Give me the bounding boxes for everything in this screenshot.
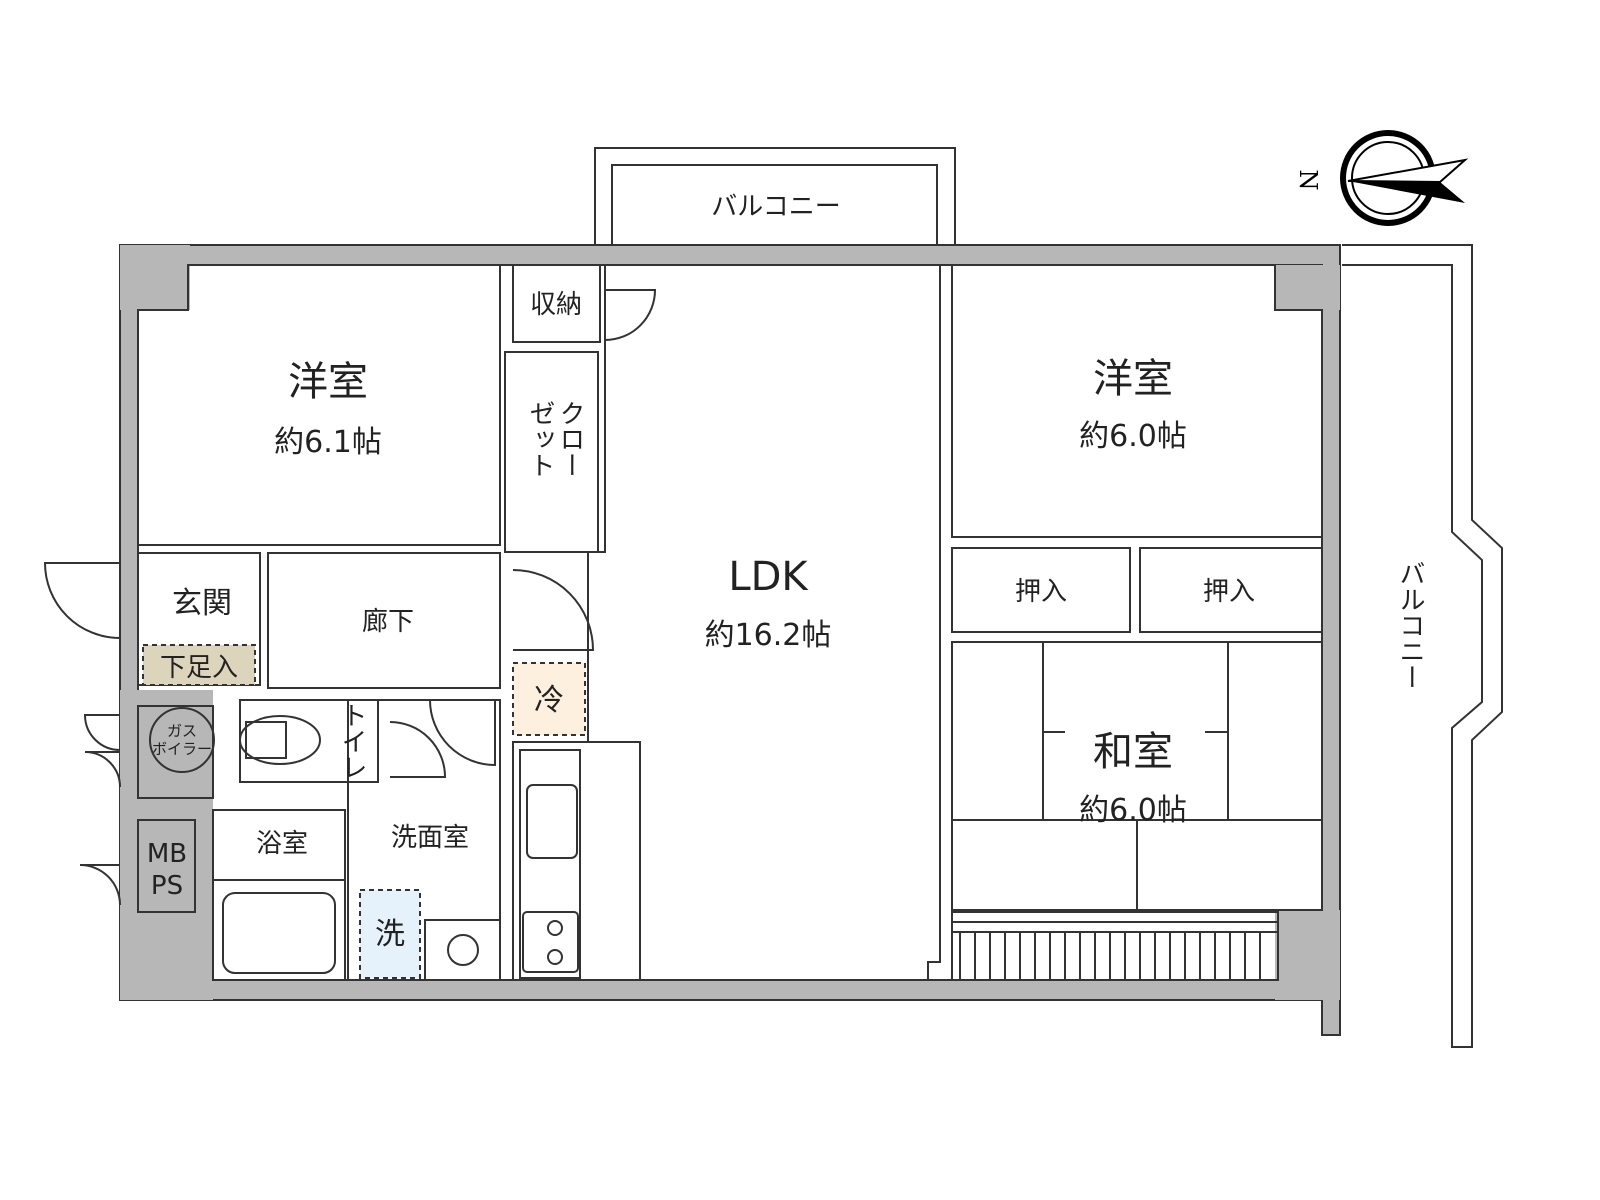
storage <box>512 264 601 343</box>
north-arrow-icon: N <box>1294 130 1469 226</box>
mbps-label-1: MB <box>147 839 187 869</box>
mbps: MB PS <box>137 819 196 913</box>
western-room-right <box>951 264 1323 538</box>
toilet-label: トイレ <box>337 702 367 780</box>
western-right-size: 約6.0帖 <box>1079 419 1187 454</box>
storage-label: 収納 <box>530 290 582 320</box>
hallway <box>267 552 501 689</box>
shoe-box <box>142 644 256 686</box>
doors <box>43 289 657 906</box>
gas-boiler-label-2: ボイラー <box>152 740 212 758</box>
hallway-label: 廊下 <box>362 607 414 637</box>
closet-label-1: クロー <box>555 400 585 478</box>
fridge-label: 冷 <box>534 683 564 718</box>
sink-icon <box>447 934 479 966</box>
western-left-name: 洋室 <box>288 359 368 405</box>
japanese-size: 約6.0帖 <box>1079 793 1187 828</box>
kitchen-sink-icon <box>526 784 578 859</box>
north-label: N <box>1294 170 1322 191</box>
western-room-left <box>137 264 501 546</box>
bathtub-icon <box>222 892 336 974</box>
bathroom-label: 浴室 <box>256 829 308 859</box>
japanese-room <box>951 641 1323 981</box>
japanese-name: 和室 <box>1093 729 1173 775</box>
balcony-right-label: バルコニー <box>1395 560 1425 690</box>
oshiire-1 <box>951 547 1131 633</box>
mbps-label-2: PS <box>151 871 183 901</box>
western-left-size: 約6.1帖 <box>274 425 382 460</box>
balcony-top-label: バルコニー <box>711 192 840 222</box>
washer-label: 洗 <box>375 917 405 952</box>
balcony-right: バルコニー <box>1342 244 1503 1048</box>
oshiire-2 <box>1139 547 1323 633</box>
gas-boiler: ガス ボイラー <box>137 705 215 799</box>
oshiire-1-label: 押入 <box>1015 577 1067 607</box>
washer-space <box>359 889 421 979</box>
ldk-size: 約16.2帖 <box>705 618 832 653</box>
fridge-space <box>512 662 586 736</box>
closet-label-2: ゼット <box>525 400 555 478</box>
entrance-label: 玄関 <box>172 586 232 621</box>
shoe-box-label: 下足入 <box>160 653 238 683</box>
balcony-top: バルコニー <box>594 147 956 245</box>
kitchen-counter <box>512 741 641 981</box>
stove-icon <box>522 911 579 973</box>
ldk-name: LDK <box>728 554 809 600</box>
gas-boiler-label-1: ガス <box>167 722 197 740</box>
toilet-bowl-icon <box>239 715 321 765</box>
western-right-name: 洋室 <box>1093 356 1173 402</box>
oshiire-2-label: 押入 <box>1203 577 1255 607</box>
closet <box>504 351 599 553</box>
washroom-label: 洗面室 <box>391 823 469 853</box>
